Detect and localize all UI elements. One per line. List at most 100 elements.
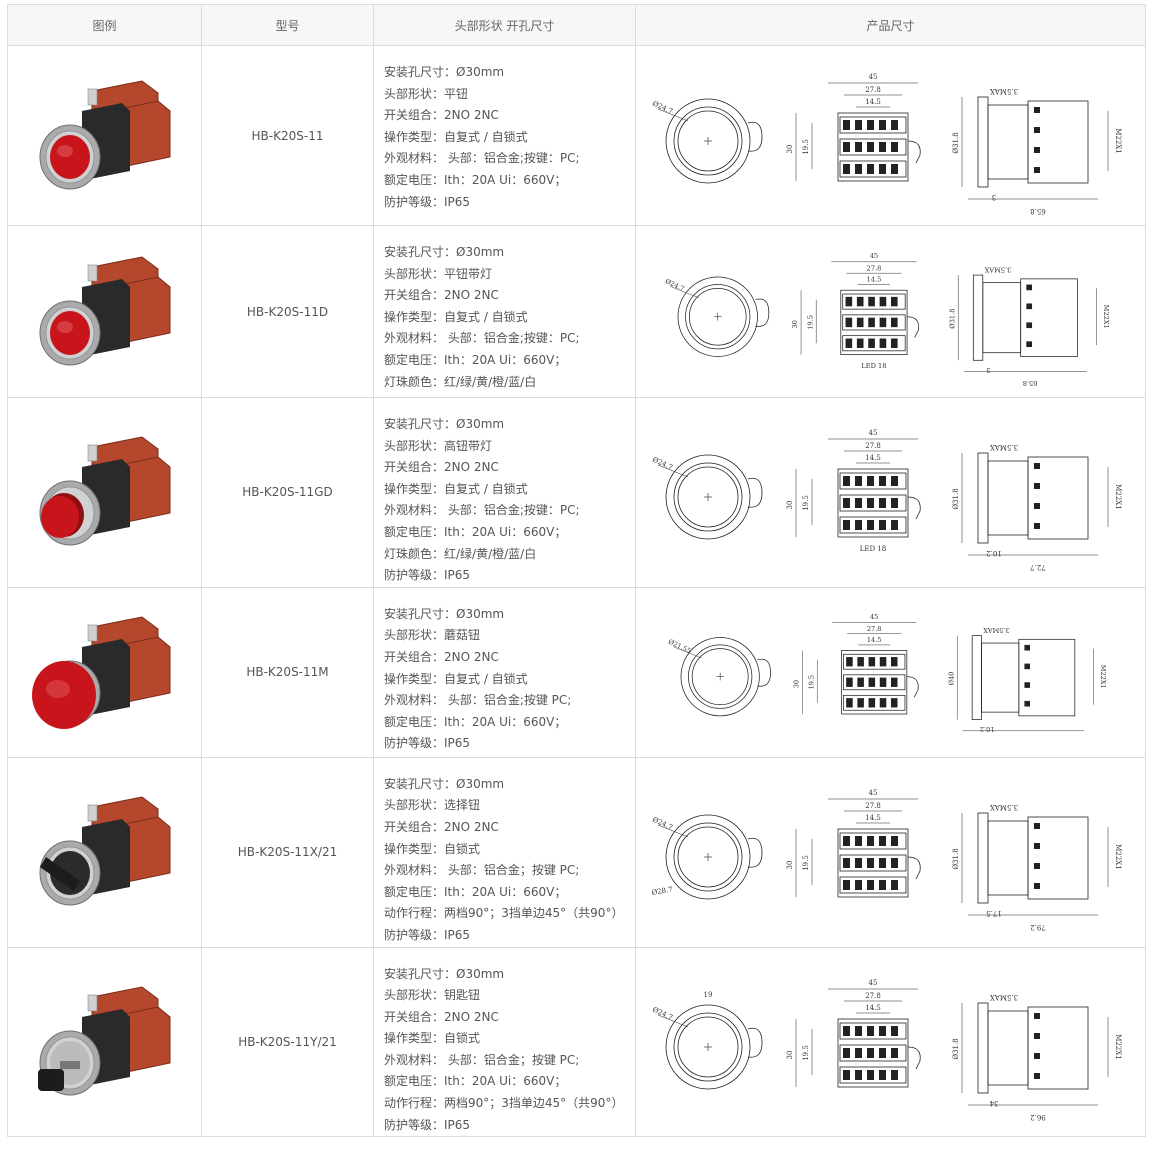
dim-height-19-5: 19.5: [802, 496, 810, 512]
spec-line: 安装孔尺寸：Ø30mm: [384, 966, 505, 981]
dim-side-diameter: Ø31.8: [952, 132, 960, 153]
spec-line: 安装孔尺寸：Ø30mm: [384, 776, 505, 791]
dim-width-14-5: 14.5: [865, 1004, 881, 1012]
spec-line: 额定电压：Ith：20A Ui：660V；: [384, 1074, 567, 1089]
dim-side-top: 3.5MAX: [983, 626, 1010, 634]
dim-side-offset: 17.5: [986, 909, 1002, 917]
spec-line: 防护等级：IP65: [384, 1117, 471, 1132]
dim-width-27-8: 27.8: [867, 264, 882, 272]
dim-width-14-5: 14.5: [867, 636, 882, 644]
dim-front-diameter: Ø24.7: [664, 277, 686, 293]
switch-body: [81, 796, 170, 896]
spec-line: 灯珠颜色：红/绿/黄/橙/蓝/白: [384, 374, 537, 389]
product-image-cell: [7, 756, 202, 948]
dim-width-14-5: 14.5: [865, 454, 881, 462]
spec-line: 开关组合：2NO 2NC: [384, 288, 499, 303]
dim-width-27-8: 27.8: [867, 625, 882, 633]
dim-width-45: 45: [869, 789, 878, 797]
spec-line: 外观材料： 头部：铝合金；按键 PC;: [384, 1052, 580, 1067]
dim-height-30: 30: [786, 144, 794, 153]
dim-side-offset: 10.2: [980, 725, 995, 733]
spec-line: 外观材料： 头部：铝合金;按键：PC;: [384, 331, 580, 346]
push-button: [49, 134, 90, 179]
dim-width-45: 45: [870, 252, 878, 260]
model-number: HB-K20S-11M: [201, 586, 374, 758]
spec-line: 额定电压：Ith：20A Ui：660V；: [384, 884, 567, 899]
spec-line: 开关组合：2NO 2NC: [384, 1009, 499, 1024]
dim-side-top: 3.5MAX: [984, 265, 1011, 273]
dim-led-label: LED 18: [860, 545, 887, 553]
dim-side-top: 3.5MAX: [990, 803, 1018, 811]
model-number: HB-K20S-11X/21: [201, 756, 374, 948]
push-button: [31, 661, 96, 730]
spec-line: 外观材料： 头部：铝合金;按键 PC;: [384, 693, 572, 708]
dim-side-diameter: Ø31.8: [952, 489, 960, 510]
dim-height-19-5: 19.5: [802, 855, 810, 871]
spec-line: 头部形状：高钮带灯: [384, 438, 493, 453]
spec-line: 操作类型：自锁式: [384, 841, 481, 856]
spec-line: 操作类型：自锁式: [384, 1031, 481, 1046]
dim-side-diameter: Ø40: [948, 672, 956, 686]
dim-side-offset: 3: [992, 193, 996, 201]
front-view-drawing: Ø24.7: [651, 98, 763, 183]
product-photo: [39, 796, 170, 906]
dim-side-top: 3.5MAX: [990, 87, 1018, 95]
spec-line: 头部形状：选择钮: [384, 798, 481, 813]
dim-side-thread: M22X1: [1114, 128, 1122, 154]
front-view-drawing: Ø24.7: [651, 454, 763, 540]
model-number: HB-K20S-11: [201, 45, 374, 226]
dim-side-thread: M22X1: [1099, 665, 1107, 689]
product-photo: [37, 986, 170, 1096]
col-header-image: 图例: [7, 4, 202, 46]
dim-side-diameter: Ø31.8: [952, 1038, 960, 1059]
dim-height-30: 30: [786, 501, 794, 510]
dim-width-14-5: 14.5: [867, 275, 882, 283]
side-view-drawing: 3.5MAX Ø40 M22X1 10.2: [948, 626, 1107, 733]
dim-height-30: 30: [786, 861, 794, 870]
spec-line: 安装孔尺寸：Ø30mm: [384, 606, 505, 621]
dim-side-thread: M22X1: [1114, 844, 1122, 870]
product-photo: [39, 255, 170, 365]
dim-side-offset: 3: [986, 365, 990, 373]
spec-line: 安装孔尺寸：Ø30mm: [384, 245, 505, 259]
model-number: HB-K20S-11D: [201, 225, 374, 398]
spec-line: 额定电压：Ith：20A Ui：660V；: [384, 172, 567, 187]
dim-led-label: LED 18: [861, 361, 886, 369]
dim-side-offset: 10.2: [986, 549, 1002, 557]
spec-line: 动作行程：两档90°；3挡单边45°（共90°）: [384, 906, 624, 921]
front-view-drawing: Ø21.55: [667, 637, 771, 717]
dim-height-19-5: 19.5: [806, 315, 814, 330]
spec-line: 开关组合：2NO 2NC: [384, 460, 499, 475]
spec-line: 头部形状：平钮: [384, 86, 469, 101]
model-number: HB-K20S-11Y/21: [201, 946, 374, 1138]
spec-line: 防护等级：IP65: [384, 927, 471, 942]
col-header-head: 头部形状 开孔尺寸: [373, 4, 636, 46]
dim-width-45: 45: [870, 613, 878, 621]
spec-line: 安装孔尺寸：Ø30mm: [384, 65, 505, 79]
spec-line: 操作类型：自复式 / 自锁式: [384, 671, 528, 686]
dim-front-diameter-2: Ø28.7: [651, 886, 673, 898]
spec-line: 操作类型：自复式 / 自锁式: [384, 481, 528, 496]
front-view-drawing: Ø24.7: [664, 276, 770, 357]
dim-width-27-8: 27.8: [865, 802, 881, 810]
